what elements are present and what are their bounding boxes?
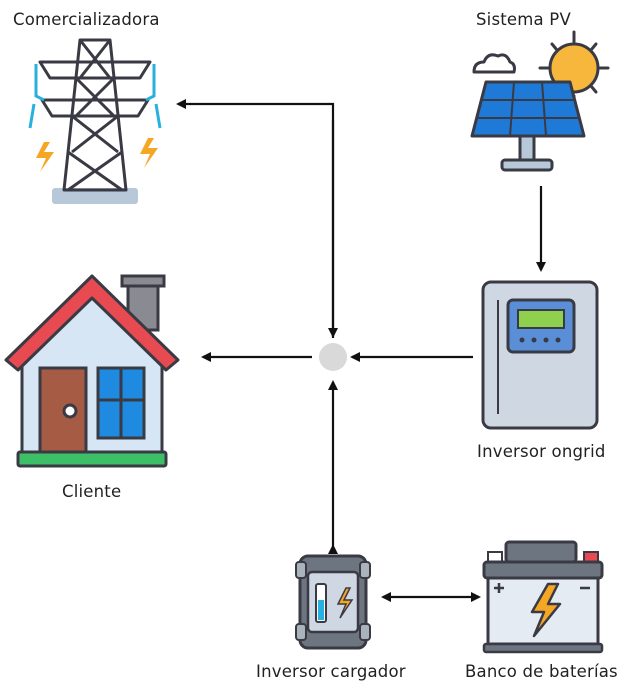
arrow-hub-to-comercializadora bbox=[176, 99, 335, 338]
label-comercializadora: Comercializadora bbox=[13, 10, 160, 29]
charger-inverter-icon bbox=[295, 554, 371, 650]
label-cliente: Cliente bbox=[62, 482, 122, 501]
inverter-icon bbox=[481, 280, 599, 430]
house-icon bbox=[4, 274, 180, 468]
label-sistema-pv: Sistema PV bbox=[476, 10, 571, 29]
label-banco-baterias: Banco de baterías bbox=[465, 662, 618, 681]
connectors bbox=[176, 99, 546, 602]
hub-node bbox=[319, 343, 347, 371]
power-tower-icon bbox=[28, 38, 162, 204]
solar-panel-sun-icon bbox=[470, 30, 610, 172]
label-inversor-cargador: Inversor cargador bbox=[256, 662, 406, 681]
battery-icon bbox=[482, 540, 604, 654]
label-inversor-ongrid: Inversor ongrid bbox=[477, 442, 606, 461]
